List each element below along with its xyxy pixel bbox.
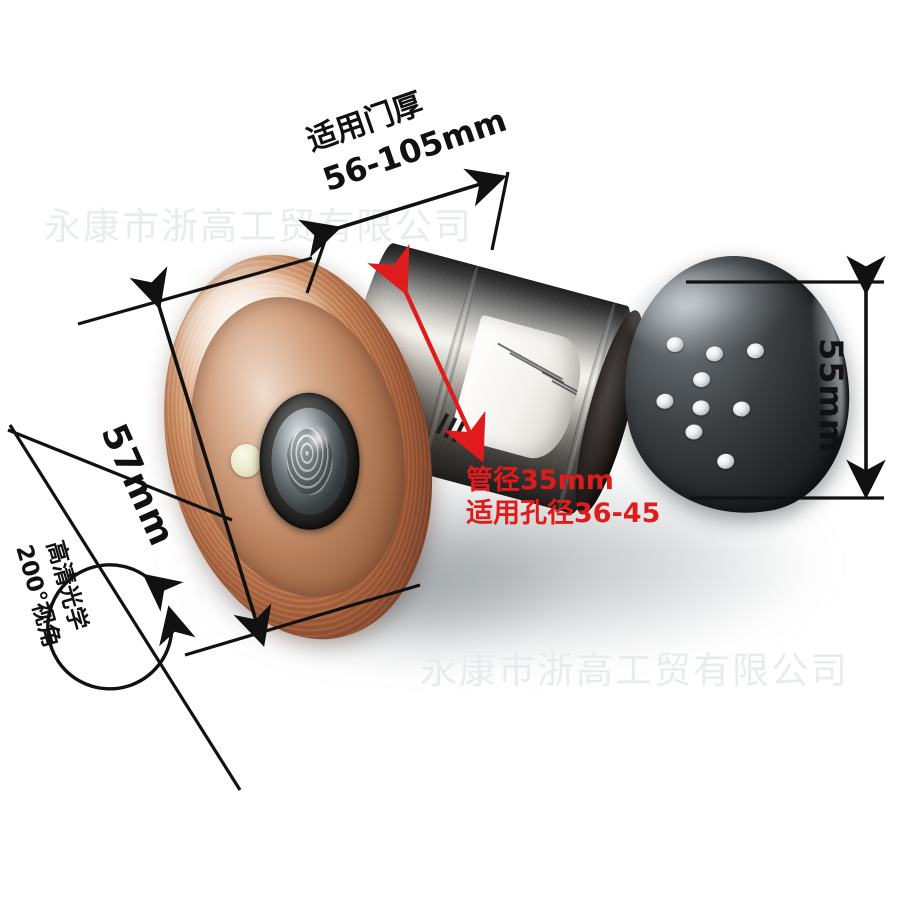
hole-diameter-label: 适用孔径36-45 [466,498,661,529]
indicator-dot [230,443,263,478]
watermark-top: 永康市浙高工贸有限公司 [44,205,473,248]
lens-glass [270,407,349,516]
lens-bezel [258,392,361,531]
watermark-bottom: 永康市浙高工贸有限公司 [420,649,849,692]
label-fineprint-line-1 [497,343,563,381]
tube-diameter-label: 管径35mm [466,465,614,496]
cover-height-label: 55mm [812,338,850,454]
